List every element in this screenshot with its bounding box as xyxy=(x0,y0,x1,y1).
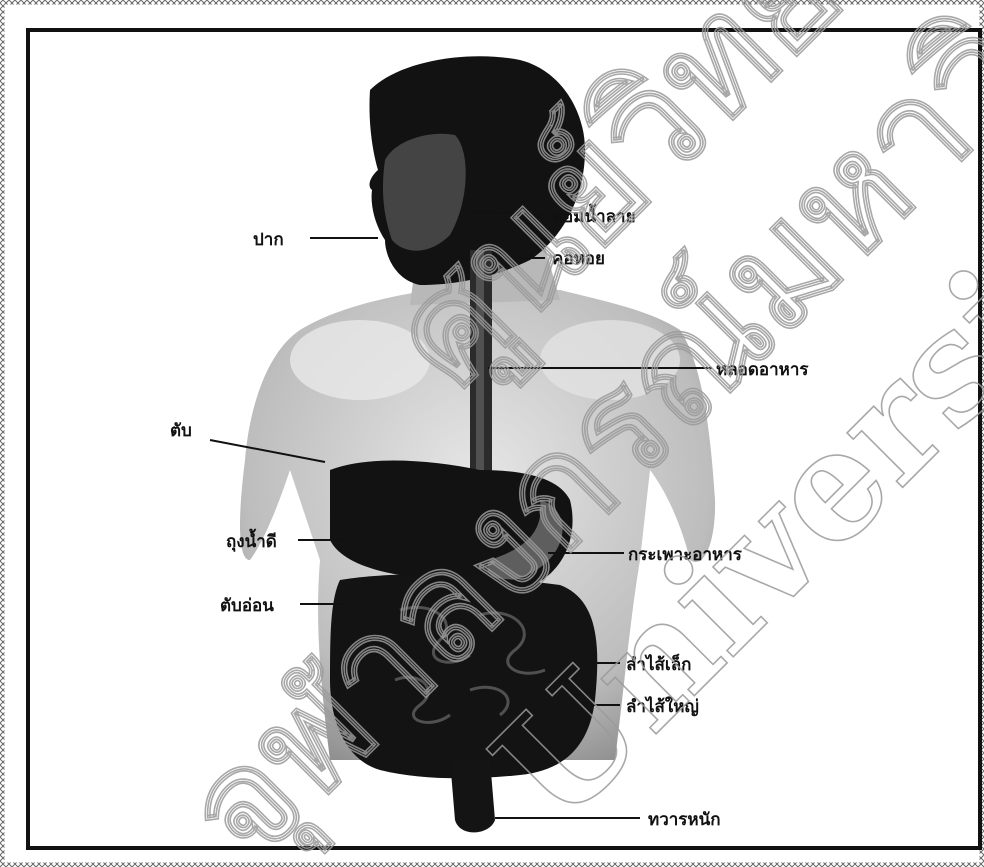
label-anus: ทวารหนัก xyxy=(648,810,721,830)
rectum-shape xyxy=(450,760,495,832)
label-mouth: ปาก xyxy=(253,230,284,250)
label-pancreas: ตับอ่อน xyxy=(220,596,274,616)
label-liver: ตับ xyxy=(170,421,192,441)
label-gallbladder: ถุงน้ำดี xyxy=(226,528,277,552)
